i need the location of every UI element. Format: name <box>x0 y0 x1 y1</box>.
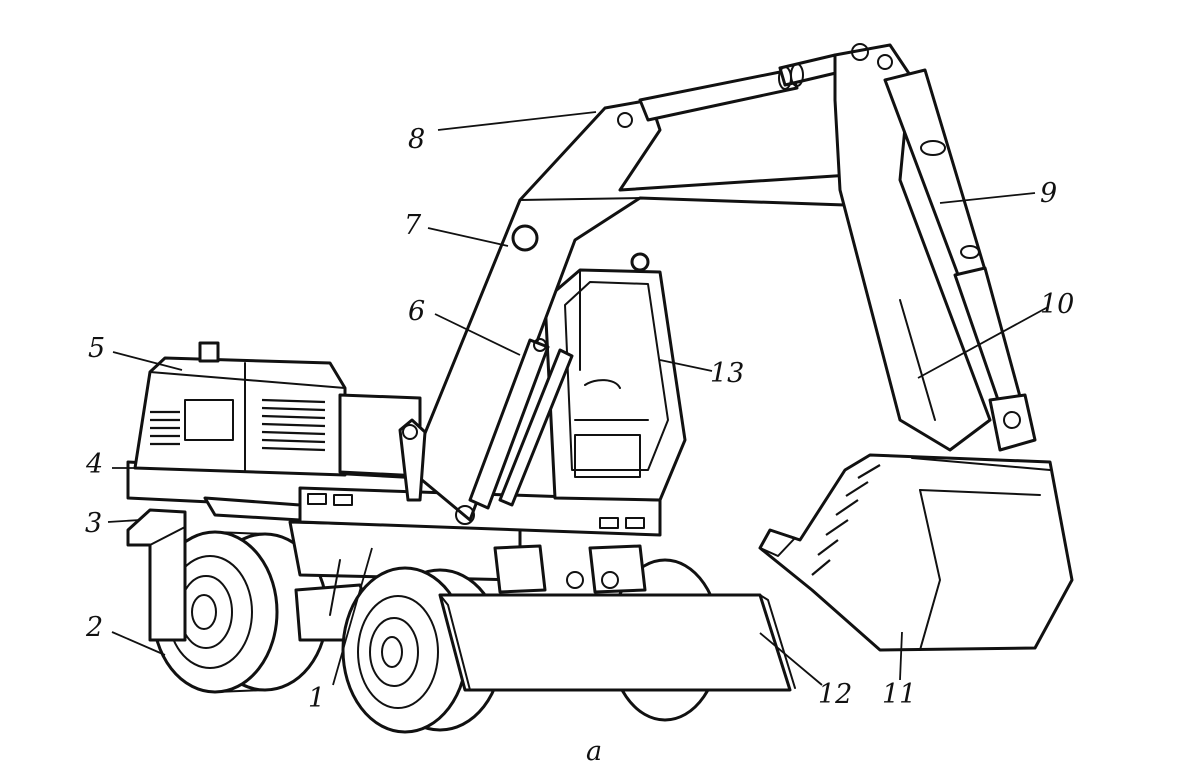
stick-cylinder <box>638 53 842 122</box>
boom-cylinder <box>398 338 574 510</box>
callout-10: 10 <box>1040 289 1074 320</box>
boom <box>408 98 852 525</box>
callout-4: 4 <box>85 449 103 480</box>
callout-12: 12 <box>818 679 852 710</box>
callout-2: 2 <box>85 612 103 643</box>
leader-lines <box>107 111 1049 686</box>
callout-labels: 1 2 3 4 5 6 7 8 9 10 11 12 13 <box>85 124 1074 714</box>
dozer-blade <box>438 593 796 692</box>
callout-1: 1 <box>308 683 325 714</box>
stick-arm <box>833 43 992 452</box>
callout-8: 8 <box>408 124 425 155</box>
engine-hood <box>133 341 422 478</box>
callout-13: 13 <box>710 358 744 389</box>
figure-caption: a <box>586 736 602 767</box>
bucket <box>758 453 1074 652</box>
callout-5: 5 <box>88 333 105 364</box>
rear-outrigger <box>126 508 187 642</box>
bucket-cylinder <box>883 68 1037 452</box>
front-axle <box>493 544 647 594</box>
callout-9: 9 <box>1040 178 1057 209</box>
callout-3: 3 <box>85 508 102 539</box>
operator-cab <box>543 252 687 502</box>
callout-7: 7 <box>404 210 422 241</box>
callout-6: 6 <box>408 296 425 327</box>
callout-11: 11 <box>882 679 916 710</box>
